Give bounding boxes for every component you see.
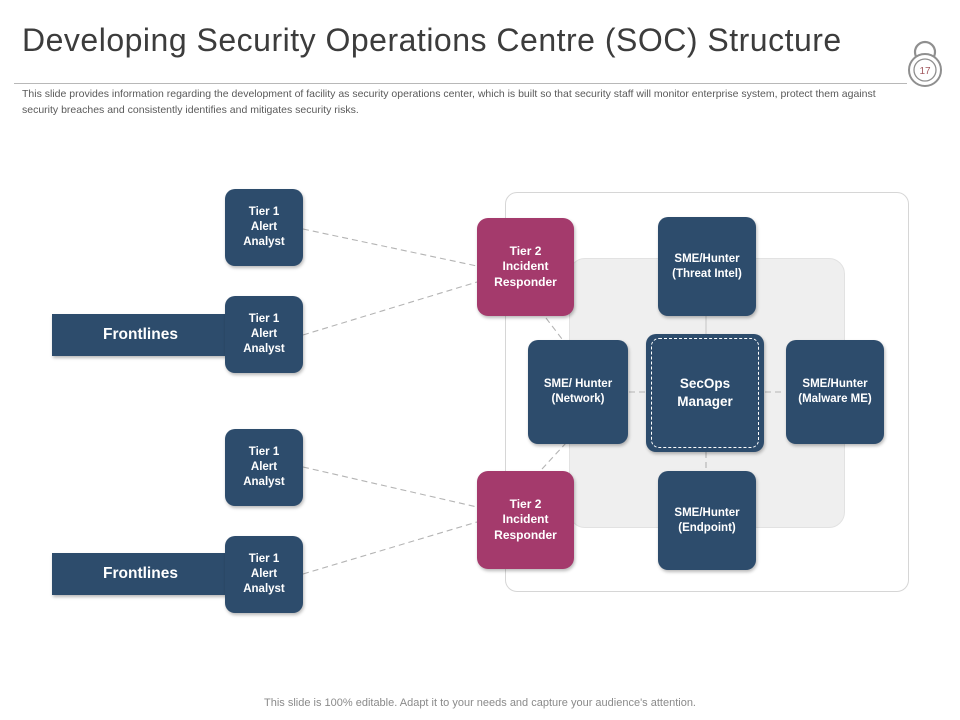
sme-hunter-network-box: SME/ Hunter (Network) (528, 340, 628, 444)
secops-manager-label: SecOps Manager (677, 376, 733, 409)
connector-tier2a-network (545, 317, 563, 340)
connector-tier1b-tier2a (302, 281, 478, 336)
secops-dashed-border: SecOps Manager (651, 338, 759, 448)
connector-tier2b-network (541, 442, 567, 470)
sme-hunter-endpoint-box: SME/Hunter (Endpoint) (658, 471, 756, 570)
tier1-alert-analyst-box-1: Tier 1 Alert Analyst (225, 189, 303, 266)
sme-hunter-threat-intel-box: SME/Hunter (Threat Intel) (658, 217, 756, 316)
slide-title: Developing Security Operations Centre (S… (22, 22, 842, 58)
secops-manager-box: SecOps Manager (646, 334, 764, 452)
connector-tier1a-tier2a (302, 228, 478, 267)
padlock-icon: 17 (908, 40, 942, 87)
frontlines-bar-2: Frontlines (52, 553, 245, 595)
slide-description: This slide provides information regardin… (22, 86, 922, 119)
description-line-1: This slide provides information regardin… (22, 88, 876, 100)
tier2-incident-responder-box-2: Tier 2 Incident Responder (477, 471, 574, 569)
slide-number: 17 (919, 66, 931, 77)
connector-tier1c-tier2b (302, 466, 478, 508)
footer-note: This slide is 100% editable. Adapt it to… (264, 697, 696, 709)
connector-tier1d-tier2b (302, 521, 478, 575)
tier2-incident-responder-box-1: Tier 2 Incident Responder (477, 218, 574, 316)
description-line-2: security breaches and consistently ident… (22, 104, 359, 117)
frontlines-bar-1: Frontlines (52, 314, 245, 356)
tier1-alert-analyst-box-2: Tier 1 Alert Analyst (225, 296, 303, 373)
title-divider (14, 83, 907, 84)
sme-hunter-malware-box: SME/Hunter (Malware ME) (786, 340, 884, 444)
tier1-alert-analyst-box-4: Tier 1 Alert Analyst (225, 536, 303, 613)
tier1-alert-analyst-box-3: Tier 1 Alert Analyst (225, 429, 303, 506)
